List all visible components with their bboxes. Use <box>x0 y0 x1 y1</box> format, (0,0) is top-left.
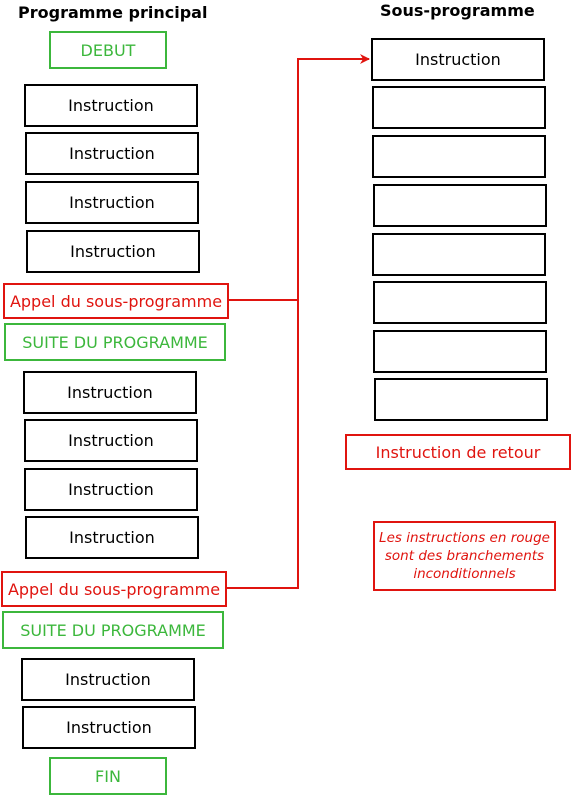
subroutine-first-instruction-box: Instruction <box>371 38 545 81</box>
call-1-branch-line <box>228 54 370 301</box>
note-line-2: sont des branchements <box>384 548 545 564</box>
subroutine-empty-box <box>372 233 546 276</box>
main-instruction-box: Instruction <box>24 468 198 511</box>
debut-box: DEBUT <box>49 31 167 69</box>
subroutine-empty-box <box>373 281 547 324</box>
subroutine-empty-box <box>374 378 548 421</box>
continue-program-box: SUITE DU PROGRAMME <box>2 611 224 649</box>
note-line-1: Les instructions en rouge <box>379 530 550 546</box>
subroutine-empty-box <box>373 184 547 227</box>
note-line-3: inconditionnels <box>413 566 516 582</box>
main-program-title: Programme principal <box>18 3 208 22</box>
return-instruction-box: Instruction de retour <box>345 434 571 470</box>
call-2-branch-line <box>226 300 299 589</box>
main-instruction-box: Instruction <box>25 132 199 175</box>
legend-note: Les instructions en rouge sont des branc… <box>373 521 556 591</box>
subroutine-empty-box <box>372 86 546 129</box>
subroutine-empty-box <box>372 135 546 178</box>
subroutine-call-box: Appel du sous-programme <box>3 283 229 319</box>
main-instruction-box: Instruction <box>22 706 196 749</box>
subroutine-title: Sous-programme <box>380 1 535 20</box>
subroutine-empty-box <box>373 330 547 373</box>
main-instruction-box: Instruction <box>25 181 199 224</box>
main-instruction-box: Instruction <box>21 658 195 701</box>
main-instruction-box: Instruction <box>24 84 198 127</box>
subroutine-call-box: Appel du sous-programme <box>1 571 227 607</box>
fin-box: FIN <box>49 757 167 795</box>
main-instruction-box: Instruction <box>25 516 199 559</box>
continue-program-box: SUITE DU PROGRAMME <box>4 323 226 361</box>
main-instruction-box: Instruction <box>26 230 200 273</box>
main-instruction-box: Instruction <box>24 419 198 462</box>
main-instruction-box: Instruction <box>23 371 197 414</box>
